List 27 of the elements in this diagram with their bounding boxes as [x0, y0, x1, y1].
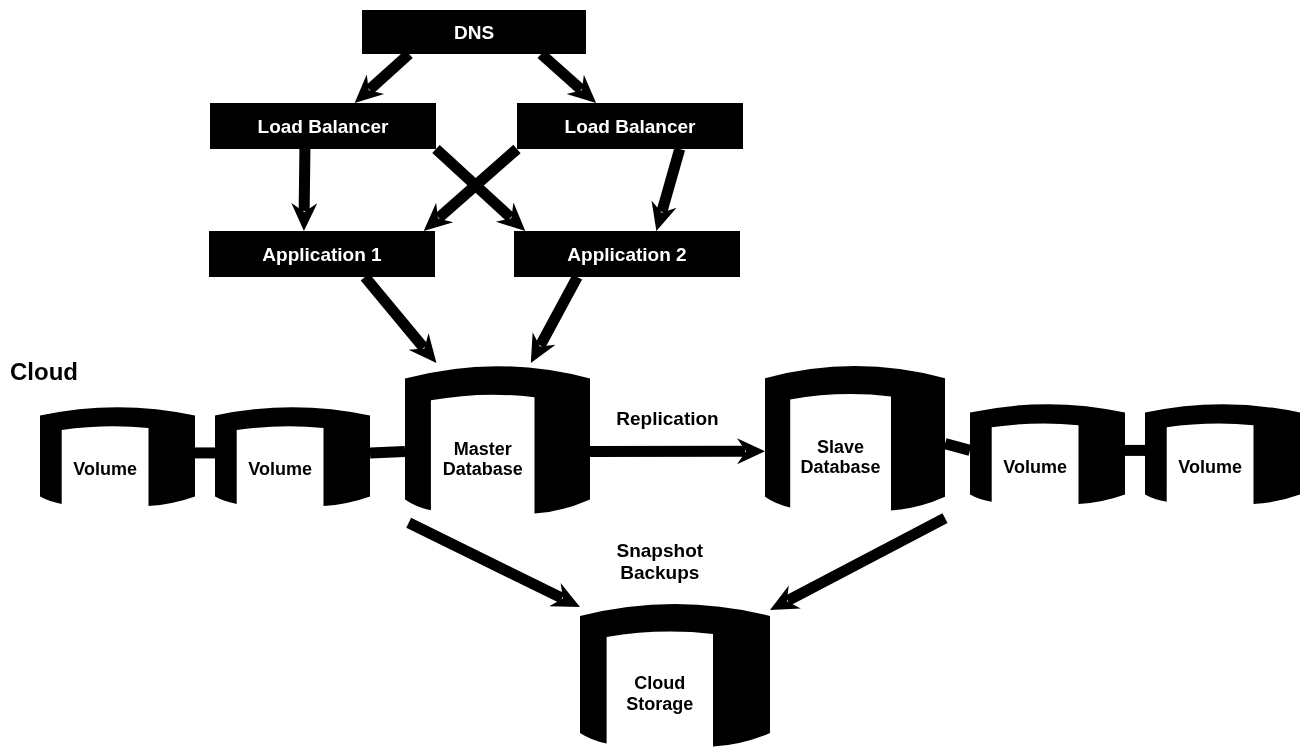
process-box [209, 231, 435, 277]
node-label: Load Balancer [257, 116, 389, 136]
node-label: Application 1 [262, 244, 382, 264]
node-label: Application 2 [567, 244, 687, 264]
connector-line [195, 447, 215, 459]
node-label: Volume [1003, 456, 1067, 478]
arrow [590, 438, 765, 465]
arrow [291, 148, 318, 231]
node-label: Load Balancer [564, 116, 696, 136]
connector-line [1125, 444, 1145, 456]
node-label: Volume [1178, 456, 1242, 478]
arrow [651, 147, 685, 231]
process-box [517, 103, 743, 149]
process-box [210, 103, 436, 149]
node-label: Slave Database [799, 436, 882, 478]
arrow [770, 513, 948, 610]
node-caption: Snapshot Backups [615, 540, 705, 584]
node-label: Master Database [441, 438, 524, 480]
process-box [362, 10, 586, 54]
diagram-label: Cloud [10, 360, 78, 384]
connector-line [369, 445, 406, 459]
node-label: Volume [248, 459, 312, 480]
node-label: Cloud Storage [625, 673, 695, 715]
node-label: DNS [453, 22, 495, 42]
arrow [406, 517, 580, 607]
process-box [514, 231, 740, 277]
node-label: Volume [73, 459, 137, 480]
